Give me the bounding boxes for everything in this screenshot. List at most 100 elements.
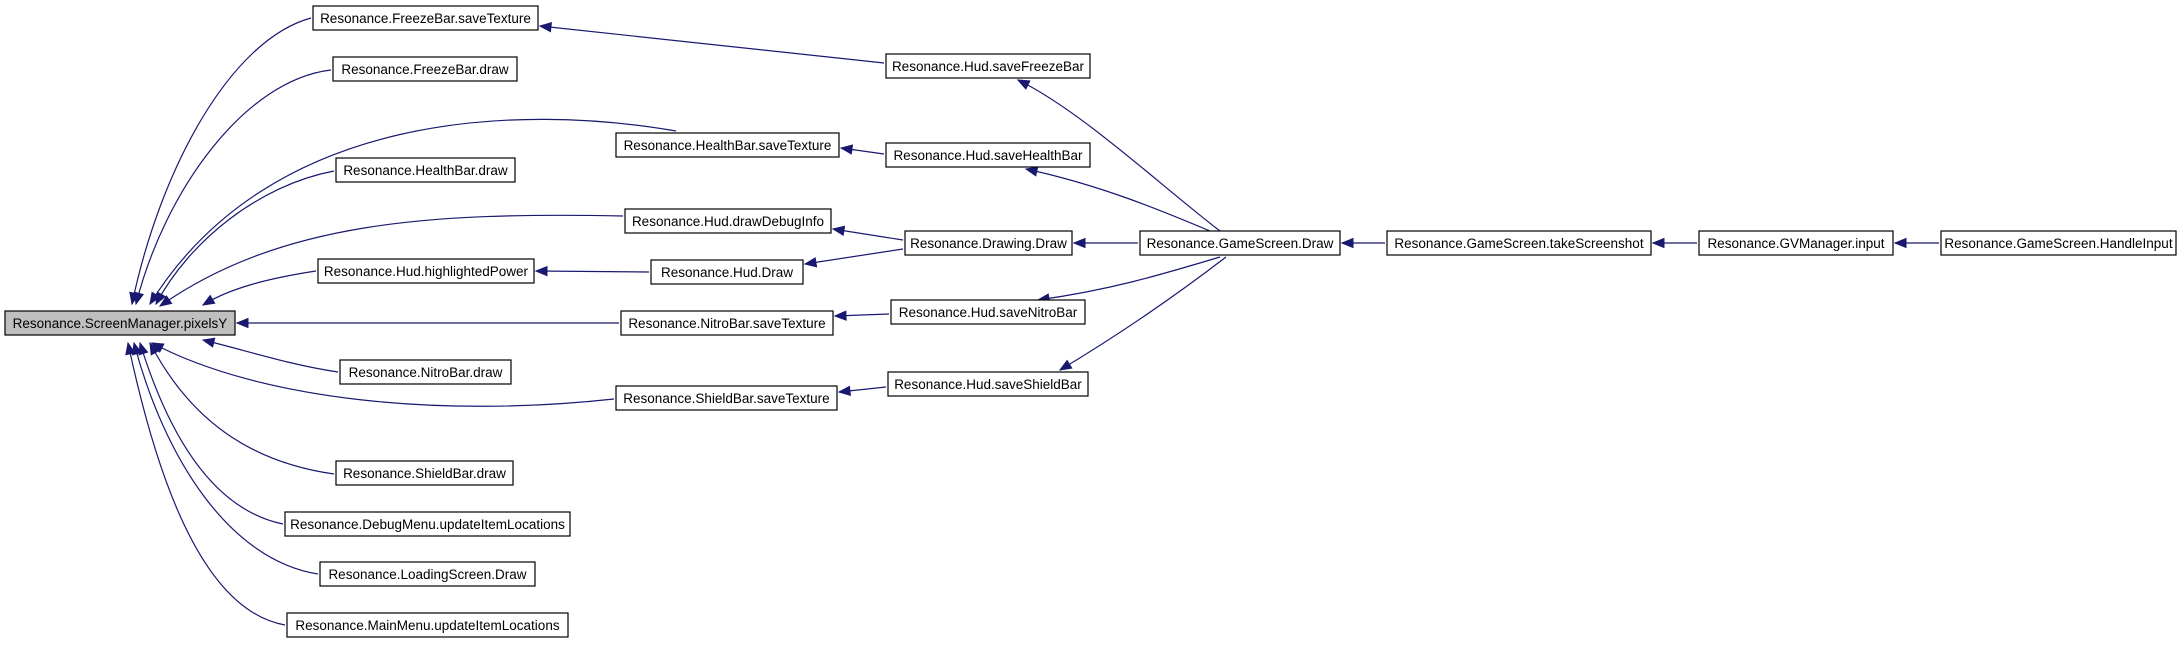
- node-freezebar-savetexture[interactable]: Resonance.FreezeBar.saveTexture: [312, 5, 539, 31]
- node-gamescreen-handleinput[interactable]: Resonance.GameScreen.HandleInput: [1940, 230, 2177, 256]
- node-label: Resonance.GVManager.input: [1707, 236, 1884, 251]
- node-box: [890, 299, 1086, 325]
- edge-loadingscreen_draw-to-root: [131, 341, 319, 575]
- edge-line: [151, 342, 615, 407]
- node-root[interactable]: Resonance.ScreenManager.pixelsY: [4, 310, 236, 336]
- node-box: [885, 142, 1091, 168]
- edge-healthbar_savetexture-to-root: [149, 118, 677, 306]
- node-box: [904, 230, 1073, 256]
- node-box: [887, 371, 1089, 397]
- node-box: [624, 208, 832, 234]
- arrowhead: [158, 295, 173, 307]
- arrowhead: [837, 385, 851, 396]
- node-healthbar-draw[interactable]: Resonance.HealthBar.draw: [335, 157, 516, 183]
- node-healthbar-savetexture[interactable]: Resonance.HealthBar.saveTexture: [615, 132, 840, 158]
- edge-line: [139, 342, 284, 525]
- node-box: [615, 132, 840, 158]
- edge-hud_drawdebuginfo-to-root: [158, 214, 624, 307]
- edge-line: [1017, 79, 1221, 232]
- edge-line: [535, 270, 650, 273]
- node-box: [1698, 230, 1894, 256]
- node-label: Resonance.Hud.saveNitroBar: [899, 305, 1078, 320]
- node-label: Resonance.HealthBar.draw: [343, 163, 508, 178]
- node-hud-draw[interactable]: Resonance.Hud.Draw: [650, 259, 804, 285]
- node-nitrobar-draw[interactable]: Resonance.NitroBar.draw: [339, 359, 512, 385]
- node-nitrobar-savetexture[interactable]: Resonance.NitroBar.saveTexture: [620, 310, 834, 336]
- node-box: [4, 310, 236, 336]
- node-loadingscreen-draw[interactable]: Resonance.LoadingScreen.Draw: [319, 561, 536, 587]
- edge-line: [159, 214, 624, 307]
- arrowhead: [831, 225, 846, 236]
- node-drawing-draw[interactable]: Resonance.Drawing.Draw: [904, 230, 1073, 256]
- edge-hud_draw-to-hud_highlightedpower: [534, 265, 650, 277]
- node-label: Resonance.FreezeBar.saveTexture: [320, 11, 531, 26]
- node-box: [1940, 230, 2177, 256]
- node-hud-drawdebuginfo[interactable]: Resonance.Hud.drawDebugInfo: [624, 208, 832, 234]
- edge-line: [149, 118, 677, 305]
- node-box: [335, 157, 516, 183]
- edge-hud_savehealthbar-to-healthbar_savetexture: [839, 144, 885, 155]
- edge-hud_savenitrobar-to-nitrobar_savetexture: [833, 310, 890, 321]
- edge-drawing_draw-to-hud_draw: [803, 248, 904, 268]
- node-box: [885, 53, 1091, 79]
- node-label: Resonance.FreezeBar.draw: [341, 62, 509, 77]
- edge-debugmenu_update-to-root: [138, 341, 284, 525]
- node-hud-savehealthbar[interactable]: Resonance.Hud.saveHealthBar: [885, 142, 1091, 168]
- edge-line: [131, 17, 312, 305]
- node-label: Resonance.Hud.highlightedPower: [324, 264, 529, 279]
- node-mainmenu-update[interactable]: Resonance.MainMenu.updateItemLocations: [286, 612, 569, 638]
- node-label: Resonance.MainMenu.updateItemLocations: [295, 618, 559, 633]
- edge-freezebar_savetexture-to-root: [129, 17, 312, 306]
- edge-shieldbar_draw-to-root: [149, 341, 335, 475]
- edge-gamescreen_draw-to-hud_savenitrobar: [1036, 256, 1221, 304]
- edge-line: [149, 342, 335, 475]
- arrowhead: [1058, 359, 1073, 371]
- node-shieldbar-savetexture[interactable]: Resonance.ShieldBar.saveTexture: [615, 385, 838, 411]
- edge-gvmanager_input-to-gamescreen_takescreenshot: [1651, 237, 1697, 249]
- node-gvmanager-input[interactable]: Resonance.GVManager.input: [1698, 230, 1894, 256]
- node-box: [319, 561, 536, 587]
- edge-freezebar_draw-to-root: [133, 69, 332, 306]
- edge-gamescreen_draw-to-hud_saveshieldbar: [1058, 256, 1227, 371]
- arrowhead: [1016, 79, 1031, 90]
- arrowhead: [1340, 237, 1354, 249]
- edge-healthbar_draw-to-root: [155, 170, 335, 306]
- edge-gamescreen_takescreenshot-to-gamescreen_draw: [1340, 237, 1385, 249]
- edge-nitrobar_savetexture-to-root: [235, 317, 619, 329]
- arrowhead: [1651, 237, 1665, 249]
- edge-line: [539, 25, 885, 64]
- node-box: [1139, 230, 1341, 256]
- arrowhead: [149, 341, 161, 356]
- arrowhead: [833, 310, 847, 321]
- node-label: Resonance.GameScreen.HandleInput: [1944, 236, 2172, 251]
- node-label: Resonance.NitroBar.draw: [349, 365, 503, 380]
- node-debugmenu-update[interactable]: Resonance.DebugMenu.updateItemLocations: [284, 511, 571, 537]
- node-label: Resonance.LoadingScreen.Draw: [328, 567, 526, 582]
- node-gamescreen-takescreenshot[interactable]: Resonance.GameScreen.takeScreenshot: [1386, 230, 1652, 256]
- node-shieldbar-draw[interactable]: Resonance.ShieldBar.draw: [335, 460, 514, 486]
- node-hud-savenitrobar[interactable]: Resonance.Hud.saveNitroBar: [890, 299, 1086, 325]
- node-label: Resonance.Hud.saveFreezeBar: [892, 59, 1085, 74]
- edge-line: [202, 270, 317, 306]
- node-gamescreen-draw[interactable]: Resonance.GameScreen.Draw: [1139, 230, 1341, 256]
- node-box: [339, 359, 512, 385]
- node-label: Resonance.GameScreen.Draw: [1147, 236, 1334, 251]
- arrowhead: [534, 265, 548, 277]
- node-freezebar-draw[interactable]: Resonance.FreezeBar.draw: [332, 56, 518, 82]
- edge-line: [1025, 168, 1211, 232]
- node-label: Resonance.Hud.saveHealthBar: [893, 148, 1083, 163]
- arrowhead: [1893, 237, 1907, 249]
- node-box: [312, 5, 539, 31]
- arrowhead: [1024, 166, 1039, 177]
- node-label: Resonance.Hud.drawDebugInfo: [632, 214, 824, 229]
- node-label: Resonance.ShieldBar.saveTexture: [623, 391, 829, 406]
- node-label: Resonance.Hud.saveShieldBar: [894, 377, 1082, 392]
- edge-line: [135, 69, 332, 305]
- node-box: [284, 511, 571, 537]
- edge-drawing_draw-to-hud_drawdebuginfo: [831, 225, 904, 241]
- node-hud-highlightedpower[interactable]: Resonance.Hud.highlightedPower: [317, 258, 535, 284]
- node-hud-savefreezebar[interactable]: Resonance.Hud.saveFreezeBar: [885, 53, 1091, 79]
- node-label: Resonance.Drawing.Draw: [910, 236, 1067, 251]
- node-hud-saveshieldbar[interactable]: Resonance.Hud.saveShieldBar: [887, 371, 1089, 397]
